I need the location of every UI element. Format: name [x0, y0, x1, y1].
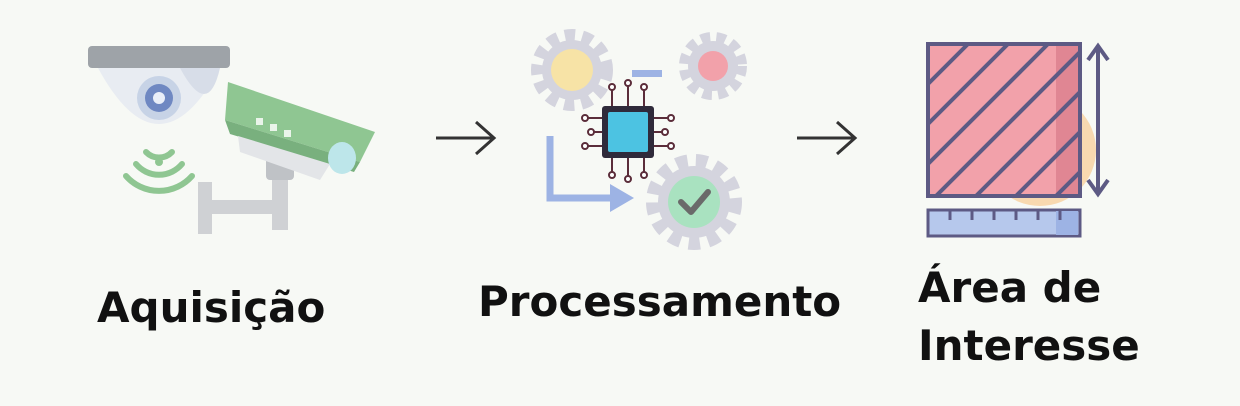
- security-camera-icon: [88, 46, 375, 234]
- gear-icon: [679, 32, 747, 100]
- processor-chip-icon: [581, 79, 675, 183]
- arrow-right-icon: [436, 120, 497, 156]
- hatched-area-icon: [926, 42, 1110, 238]
- gear-icon: [531, 29, 613, 111]
- step-label-processamento: Processamento: [478, 277, 842, 326]
- arrow-right-icon: [797, 120, 858, 156]
- step-label-area-de: Área de: [918, 263, 1102, 312]
- gears-processor-icon: [531, 29, 747, 250]
- step-label-interesse: Interesse: [918, 321, 1140, 370]
- gear-icon: [646, 154, 742, 250]
- step-label-aquisicao: Aquisição: [97, 283, 326, 332]
